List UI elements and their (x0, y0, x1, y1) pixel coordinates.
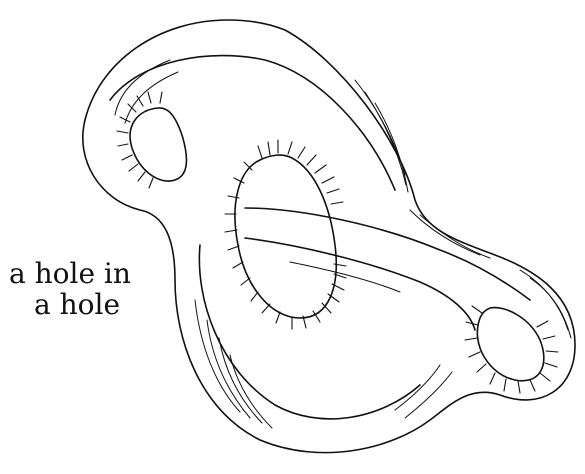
annotation-line-2: a hole (34, 291, 120, 319)
right-hole-outline (477, 308, 543, 381)
surface-outline (83, 20, 575, 453)
band-top-edge (245, 208, 530, 300)
left-hole-outline (130, 108, 186, 181)
annotation-line-1: a hole in (9, 260, 131, 288)
left-hole-hairs (117, 92, 162, 188)
band-bottom-edge (245, 238, 475, 330)
central-hole-outline (235, 155, 336, 318)
shading-strokes (115, 60, 571, 428)
